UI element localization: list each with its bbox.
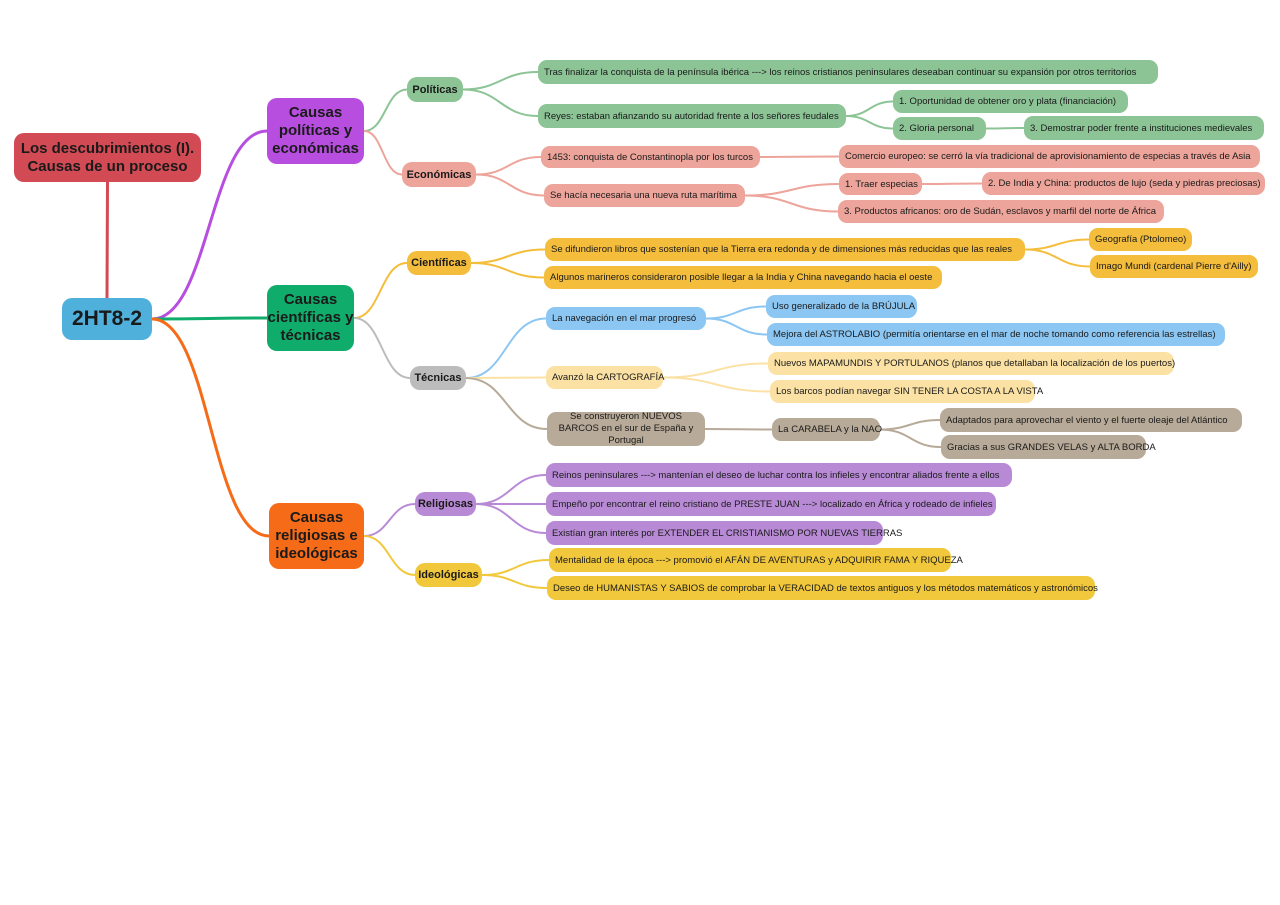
- link-root-religiosas: [150, 317, 271, 538]
- link-brujula: [705, 305, 767, 320]
- link-comercio: [759, 155, 840, 158]
- node-nuevos-barcos[interactable]: Se construyeron NUEVOS BARCOS en el sur …: [547, 411, 705, 446]
- link-extender: [475, 503, 547, 534]
- node-astrolabio[interactable]: Mejora del ASTROLABIO (permitía orientar…: [767, 323, 1225, 346]
- link-humanistas: [481, 574, 548, 589]
- link-oportunidad: [845, 100, 894, 117]
- topic-ideologicas[interactable]: Ideológicas: [415, 563, 482, 587]
- topic-economicas[interactable]: Económicas: [402, 162, 476, 187]
- link-marineros: [470, 262, 545, 279]
- link-velas: [879, 428, 942, 448]
- link-tecnicas: [353, 317, 411, 379]
- topic-tecnicas[interactable]: Técnicas: [410, 366, 466, 390]
- node-gloria-personal[interactable]: 2. Gloria personal: [893, 117, 986, 140]
- link-mapamundis: [662, 362, 769, 379]
- node-oportunidad-oro[interactable]: 1. Oportunidad de obtener oro y plata (f…: [893, 90, 1128, 113]
- node-cartografia[interactable]: Avanzó la CARTOGRAFÍA: [546, 366, 664, 389]
- link-imago: [1024, 248, 1091, 268]
- node-extender-cristianismo[interactable]: Existían gran interés por EXTENDER EL CR…: [546, 521, 902, 545]
- branch-causas-cientificas[interactable]: Causas científicas y técnicas: [267, 285, 354, 351]
- link-demostrar: [985, 127, 1025, 130]
- link-geografia: [1024, 238, 1090, 251]
- link-reyes: [462, 88, 539, 117]
- link-root-cientificas: [150, 316, 269, 321]
- link-especias: [744, 183, 840, 197]
- node-india-china[interactable]: 2. De India y China: productos de lujo (…: [982, 172, 1265, 195]
- node-brujula[interactable]: Uso generalizado de la BRÚJULA: [766, 295, 917, 318]
- root-topic[interactable]: 2HT8-2: [62, 298, 152, 340]
- node-carabela-nao[interactable]: La CARABELA y la NAO: [772, 418, 882, 441]
- link-carabela: [704, 428, 773, 431]
- link-title-root: [105, 181, 109, 299]
- node-conquista-constantinopla[interactable]: 1453: conquista de Constantinopla por lo…: [541, 146, 760, 168]
- node-imago-mundi[interactable]: Imago Mundi (cardenal Pierre d'Ailly): [1090, 255, 1258, 278]
- topic-politicas[interactable]: Políticas: [407, 77, 463, 102]
- branch-causas-religiosas[interactable]: Causas religiosas e ideológicas: [269, 503, 364, 569]
- link-constantinopla: [475, 156, 542, 176]
- node-mapamundis[interactable]: Nuevos MAPAMUNDIS Y PORTULANOS (planos q…: [768, 352, 1175, 375]
- map-title[interactable]: Los descubrimientos (I). Causas de un pr…: [14, 133, 201, 182]
- node-navegacion[interactable]: La navegación en el mar progresó: [546, 307, 706, 330]
- link-africanos: [744, 194, 839, 213]
- node-traer-especias[interactable]: 1. Traer especias: [839, 173, 922, 195]
- node-demostrar-poder[interactable]: 3. Demostrar poder frente a institucione…: [1024, 116, 1264, 140]
- node-productos-africanos[interactable]: 3. Productos africanos: oro de Sudán, es…: [838, 200, 1164, 223]
- link-cartografia: [465, 376, 547, 379]
- link-barcos: [465, 377, 548, 430]
- link-tras: [462, 71, 539, 91]
- node-libros-tierra-redonda[interactable]: Se difundieron libros que sostenían que …: [545, 238, 1025, 261]
- node-comercio-europeo[interactable]: Comercio europeo: se cerró la vía tradic…: [839, 145, 1260, 168]
- link-economicas: [363, 130, 403, 176]
- link-india: [921, 182, 983, 185]
- branch-causas-politicas[interactable]: Causas políticas y económicas: [267, 98, 364, 164]
- link-cientificas: [353, 262, 408, 319]
- link-mentalidad: [481, 559, 550, 576]
- link-gloria: [845, 115, 894, 130]
- node-adaptados-viento[interactable]: Adaptados para aprovechar el viento y el…: [940, 408, 1242, 432]
- link-religiosas: [363, 503, 416, 537]
- node-preste-juan[interactable]: Empeño por encontrar el reino cristiano …: [546, 492, 996, 516]
- node-reyes[interactable]: Reyes: estaban afianzando su autoridad f…: [538, 104, 846, 128]
- link-astrolabio: [705, 317, 768, 336]
- link-reinos: [475, 474, 547, 505]
- node-barcos-costa[interactable]: Los barcos podían navegar SIN TENER LA C…: [770, 380, 1043, 403]
- node-mentalidad-epoca[interactable]: Mentalidad de la época ---> promovió el …: [549, 548, 963, 572]
- topic-cientificas[interactable]: Científicas: [407, 251, 471, 275]
- link-adaptados: [879, 419, 941, 431]
- link-libros: [470, 248, 546, 264]
- node-reinos-peninsulares[interactable]: Reinos peninsulares ---> mantenían el de…: [546, 463, 1012, 487]
- topic-religiosas[interactable]: Religiosas: [415, 492, 476, 516]
- node-marineros[interactable]: Algunos marineros consideraron posible l…: [544, 266, 942, 289]
- node-geografia-ptolomeo[interactable]: Geografía (Ptolomeo): [1089, 228, 1192, 251]
- link-politicas: [363, 88, 408, 132]
- node-grandes-velas[interactable]: Gracias a sus GRANDES VELAS y ALTA BORDA: [941, 435, 1156, 459]
- node-nueva-ruta[interactable]: Se hacía necesaria una nueva ruta maríti…: [544, 184, 745, 207]
- node-humanistas-sabios[interactable]: Deseo de HUMANISTAS Y SABIOS de comproba…: [547, 576, 1098, 600]
- link-navegacion: [465, 317, 547, 379]
- link-ideologicas: [363, 535, 416, 576]
- node-tras-finalizar[interactable]: Tras finalizar la conquista de la peníns…: [538, 60, 1158, 84]
- link-costa: [662, 376, 771, 393]
- link-root-politicas: [150, 129, 269, 321]
- link-nueva-ruta: [475, 173, 545, 197]
